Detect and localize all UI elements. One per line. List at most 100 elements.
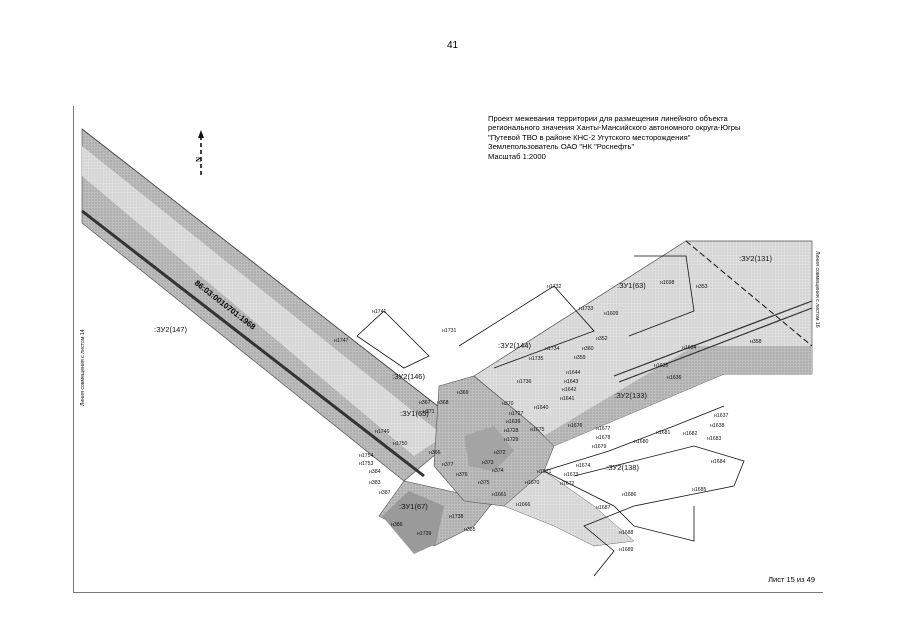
parcel-boundary-south-1 (543, 405, 725, 472)
zone-label: :ЗУ1(63) (617, 281, 646, 290)
point-label: н1679 (592, 444, 607, 450)
parcel-boundary-south-2 (573, 445, 745, 577)
title-block: Проект межевания территории для размещен… (488, 114, 818, 161)
point-label: н1644 (566, 370, 581, 376)
point-label: н1753 (359, 461, 374, 467)
north-label: N (195, 157, 203, 162)
scale-line: Масштаб 1:2000 (488, 151, 546, 161)
point-label: н1733 (579, 306, 594, 312)
zone-label: :ЗУ1(67) (399, 502, 428, 511)
title-line: Проект межевания территории для размещен… (488, 114, 728, 123)
point-label: н1609 (604, 311, 619, 317)
point-label: н1684 (711, 459, 726, 465)
point-label: н1685 (692, 487, 707, 493)
point-label: н1728 (504, 428, 519, 434)
point-label: н1641 (560, 396, 575, 402)
upper-right-dark-band (544, 346, 812, 446)
title-line: регионального значения Ханты-Мансийского… (488, 123, 741, 133)
point-label: н1735 (529, 356, 544, 362)
point-label: н385 (464, 527, 476, 533)
point-label: н1673 (564, 472, 579, 478)
parcel-boundary-south-3 (543, 470, 695, 542)
point-label: н1638 (710, 423, 725, 429)
upper-right-pipe-1 (613, 300, 813, 377)
point-label: н1635 (654, 363, 669, 369)
point-label: н366 (429, 450, 441, 456)
point-label: н1678 (596, 435, 611, 441)
parcel-zu1-67 (382, 491, 444, 554)
north-arrow-icon (198, 130, 204, 178)
point-label: н1675 (530, 427, 545, 433)
map-frame: N 86:03:0010701:1968 Линия совмещения с … (73, 106, 823, 593)
right-side-label: Линия совмещения с листом 16 (814, 251, 820, 328)
point-label: н367 (419, 400, 431, 406)
point-label: н1674 (576, 463, 591, 469)
zone-label: :ЗУ2(138) (606, 463, 639, 472)
corridor-centerline (81, 209, 425, 478)
parcel-boundary-east (628, 255, 695, 337)
point-label: н1738 (449, 514, 464, 520)
point-label: н1750 (393, 441, 408, 447)
point-label: н358 (750, 339, 762, 345)
upper-right-dashed (685, 240, 813, 347)
point-label: н386 (391, 522, 403, 528)
point-labels: н1741 н1747 н1731 н1732 н1733 н1609 н169… (334, 280, 762, 553)
parcel-zu1-65 (464, 426, 514, 471)
point-label: н375 (478, 480, 490, 486)
corridor-edge-line (81, 128, 467, 429)
zone-label: :ЗУ2(147) (154, 325, 187, 334)
point-label: н1671 (537, 469, 552, 475)
point-label: н353 (696, 284, 708, 290)
point-label: н1639 (506, 419, 521, 425)
point-label: н352 (596, 336, 608, 342)
point-label: н1666 (516, 502, 531, 508)
point-label: н1746 (375, 429, 390, 435)
point-label: н1681 (656, 430, 671, 436)
point-label: н1683 (707, 436, 722, 442)
point-label: н1637 (714, 413, 729, 419)
zone-label: :ЗУ1(65) (400, 409, 429, 418)
left-side-label: Линия совмещения с листом 14 (80, 329, 86, 406)
cadastral-map: N 86:03:0010701:1968 Линия совмещения с … (80, 128, 820, 577)
point-label: н1634 (682, 345, 697, 351)
point-label: н1686 (622, 492, 637, 498)
point-label: н1680 (634, 439, 649, 445)
point-label: н1739 (417, 531, 432, 537)
page-number: 41 (446, 40, 459, 51)
point-label: н368 (437, 400, 449, 406)
zone-label: :ЗУ2(131) (739, 254, 772, 263)
point-label: н1741 (372, 309, 387, 315)
point-label: н359 (574, 355, 586, 361)
point-label: н377 (442, 462, 454, 468)
point-label: н384 (369, 469, 381, 475)
upper-right-pipe-2 (618, 307, 813, 383)
point-label: н1688 (619, 530, 634, 536)
point-label: н387 (379, 490, 391, 496)
point-label: н1736 (517, 379, 532, 385)
point-label: н1732 (547, 284, 562, 290)
point-label: н1670 (525, 480, 540, 486)
point-label: н1636 (667, 375, 682, 381)
point-label: н1731 (442, 328, 457, 334)
zone-label: :ЗУ2(146) (392, 372, 425, 381)
parcel-boundary-west (356, 310, 430, 369)
sheet-label: Лист 15 из 49 (768, 575, 815, 584)
zone-label: :ЗУ2(144) (498, 341, 531, 350)
point-label: н1642 (562, 387, 577, 393)
point-label: н376 (456, 472, 468, 478)
point-label: н1640 (534, 405, 549, 411)
point-label: н370 (502, 401, 514, 407)
title-line: Землепользователь ОАО "НК "Роснефть" (488, 142, 635, 152)
parcel-boundary-north (458, 285, 595, 369)
point-label: н1734 (545, 346, 560, 352)
point-label: н360 (582, 346, 594, 352)
point-label: н1682 (683, 431, 698, 437)
point-label: н373 (482, 460, 494, 466)
zone-label: :ЗУ2(133) (614, 391, 647, 400)
title-line: "Путевой ТВО в районе КНС-2 Угутского ме… (488, 132, 691, 142)
point-label: н1661 (492, 492, 507, 498)
point-label: н1677 (596, 426, 611, 432)
point-label: н371 (423, 409, 435, 415)
point-label: н1676 (568, 423, 583, 429)
point-label: н1729 (504, 437, 519, 443)
